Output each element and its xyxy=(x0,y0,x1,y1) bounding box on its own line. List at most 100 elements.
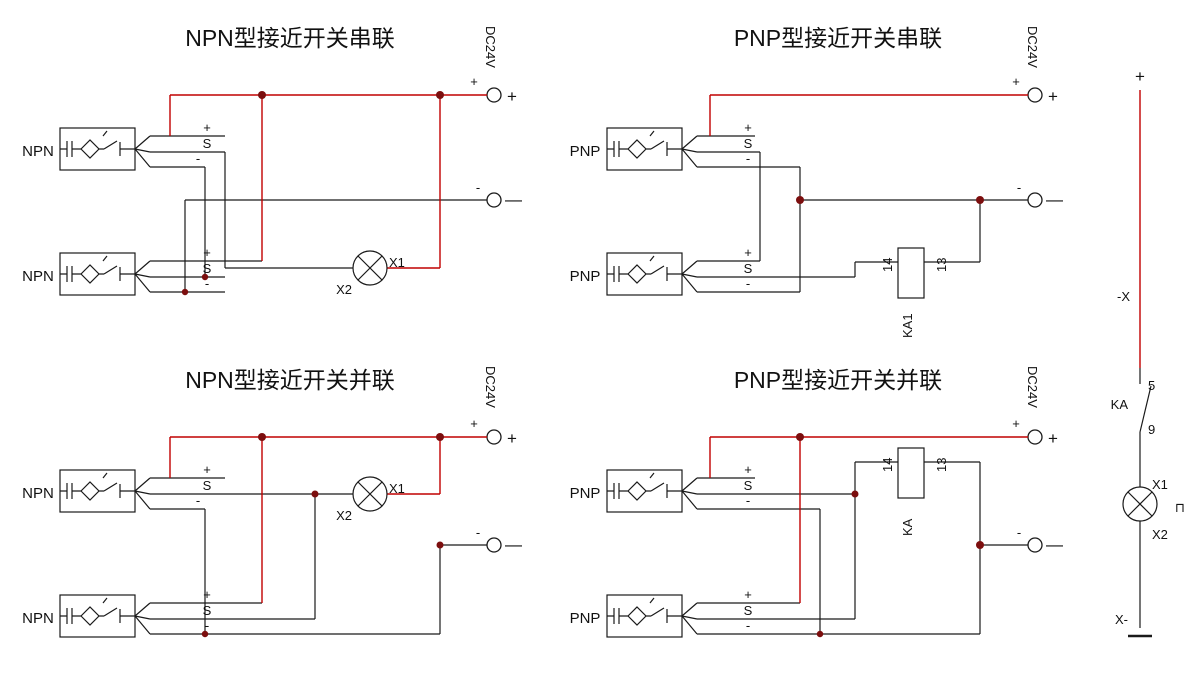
junction-dot xyxy=(201,630,209,638)
sensor1-pin-minus-label: - xyxy=(746,493,750,508)
sensor1-pin-minus-label: - xyxy=(746,151,750,166)
junction-dot xyxy=(258,91,266,99)
relay-pin-14-label: 14 xyxy=(880,458,895,472)
proximity-sensor-symbol xyxy=(59,127,136,171)
supply-voltage-label: DC24V xyxy=(1025,26,1040,68)
relay-coil xyxy=(897,447,925,499)
side-lamp-x2-label: X2 xyxy=(1152,527,1168,542)
contact-pin-5-label: 5 xyxy=(1148,378,1155,393)
sensor1-label: NPN xyxy=(22,485,54,502)
minus-terminal-small-label: - xyxy=(476,180,480,195)
diagram-title: NPN型接近开关并联 xyxy=(185,367,395,393)
junction-dot xyxy=(311,490,319,498)
minus-terminal-small-label: - xyxy=(1017,525,1021,540)
plus-terminal-symbol: + xyxy=(507,87,517,106)
junction-dot xyxy=(976,196,984,204)
sensor2-label: NPN xyxy=(22,268,54,285)
contact-ka-label: KA xyxy=(1111,397,1129,412)
sensor1-pin-plus-label: + xyxy=(744,120,752,135)
minus-terminal-symbol: — xyxy=(1046,190,1063,209)
lamp-symbol xyxy=(352,250,388,286)
sensor1-label: NPN xyxy=(22,143,54,160)
relay-pin-13-label: 13 xyxy=(934,258,949,272)
relay-coil xyxy=(897,247,925,299)
positive-supply-wires xyxy=(169,94,487,269)
relay-name-label: KA xyxy=(900,518,915,536)
relay-name-label: KA1 xyxy=(900,313,915,338)
lamp-x1-label: X1 xyxy=(389,255,405,270)
diagram-npn-parallel: NPN型接近开关并联 DC24V + + - — NPN NPN + S - +… xyxy=(22,366,522,638)
junction-dot xyxy=(851,490,859,498)
lamp-x2-label: X2 xyxy=(336,508,352,523)
junction-dot xyxy=(181,288,189,296)
minus-terminal-symbol: — xyxy=(1046,535,1063,554)
proximity-sensor-symbol xyxy=(59,469,136,513)
sensor1-pin-plus-label: + xyxy=(203,120,211,135)
minus-terminal-small-label: - xyxy=(1017,180,1021,195)
sensor2-pin-minus-label: - xyxy=(746,276,750,291)
contact-pin-9-label: 9 xyxy=(1148,422,1155,437)
junction-dot xyxy=(816,630,824,638)
sensor2-pin-signal-label: S xyxy=(203,261,212,276)
junction-dot xyxy=(796,196,804,204)
side-plus-label: + xyxy=(1135,67,1145,86)
sensor1-label: PNP xyxy=(570,143,601,160)
plus-terminal xyxy=(1027,429,1043,445)
plus-terminal-symbol: + xyxy=(1048,429,1058,448)
sensor2-pin-minus-label: - xyxy=(746,618,750,633)
junction-dot xyxy=(436,541,444,549)
supply-voltage-label: DC24V xyxy=(483,366,498,408)
diagram-title: NPN型接近开关串联 xyxy=(185,25,395,51)
sensor1-pin-minus-label: - xyxy=(196,493,200,508)
lamp-symbol xyxy=(352,476,388,512)
sensor1-pin-plus-label: + xyxy=(203,462,211,477)
sensor1-pin-signal-label: S xyxy=(744,478,753,493)
diagram-title: PNP型接近开关串联 xyxy=(734,25,942,51)
sensor1-pin-signal-label: S xyxy=(744,136,753,151)
proximity-sensor-symbol xyxy=(59,594,136,638)
sensor2-label: PNP xyxy=(570,610,601,627)
lamp-x1-label: X1 xyxy=(389,481,405,496)
sensor1-pin-signal-label: S xyxy=(203,478,212,493)
side-top-wire-label: -X xyxy=(1117,289,1130,304)
junction-dot xyxy=(436,433,444,441)
diagram-pnp-series: PNP型接近开关串联 DC24V + + - — PNP PNP + S - +… xyxy=(570,25,1063,338)
minus-terminal xyxy=(1027,537,1043,553)
sensor2-pin-plus-label: + xyxy=(203,587,211,602)
positive-supply-wires xyxy=(709,436,1028,603)
signal-and-ground-wires xyxy=(204,494,487,634)
plus-terminal-small-label: + xyxy=(1012,74,1020,89)
sensor2-pin-plus-label: + xyxy=(744,587,752,602)
minus-terminal xyxy=(486,192,502,208)
relay-pin-13-label: 13 xyxy=(934,458,949,472)
side-lamp-x1-label: X1 xyxy=(1152,477,1168,492)
junction-dot xyxy=(201,273,209,281)
sensor1-pin-signal-label: S xyxy=(203,136,212,151)
relay-contact-circuit: + -X 5 KA 9 X1 X2 ⊓ X- xyxy=(1111,67,1185,638)
proximity-sensor-symbol xyxy=(59,252,136,296)
sensor2-pin-plus-label: + xyxy=(744,245,752,260)
proximity-sensor-symbol xyxy=(606,469,683,513)
minus-terminal-small-label: - xyxy=(476,525,480,540)
sensor2-label: PNP xyxy=(570,268,601,285)
sensor1-pin-plus-label: + xyxy=(744,462,752,477)
junction-dot xyxy=(796,433,804,441)
sensor2-label: NPN xyxy=(22,610,54,627)
minus-terminal xyxy=(1027,192,1043,208)
lamp-x2-label: X2 xyxy=(336,282,352,297)
plus-terminal xyxy=(486,87,502,103)
plus-terminal-symbol: + xyxy=(1048,87,1058,106)
sensor-pin-wires xyxy=(681,477,980,635)
plus-terminal-symbol: + xyxy=(507,429,517,448)
plus-terminal-small-label: + xyxy=(470,416,478,431)
diagram-title: PNP型接近开关并联 xyxy=(734,367,942,393)
diagram-pnp-parallel: PNP型接近开关并联 DC24V + + - — PNP PNP + S - +… xyxy=(570,366,1063,638)
positive-supply-wires xyxy=(169,436,487,603)
sensor2-pin-signal-label: S xyxy=(203,603,212,618)
positive-supply-wires xyxy=(709,94,1028,136)
proximity-sensor-symbol xyxy=(606,594,683,638)
supply-voltage-label: DC24V xyxy=(483,26,498,68)
minus-terminal-symbol: — xyxy=(505,535,522,554)
